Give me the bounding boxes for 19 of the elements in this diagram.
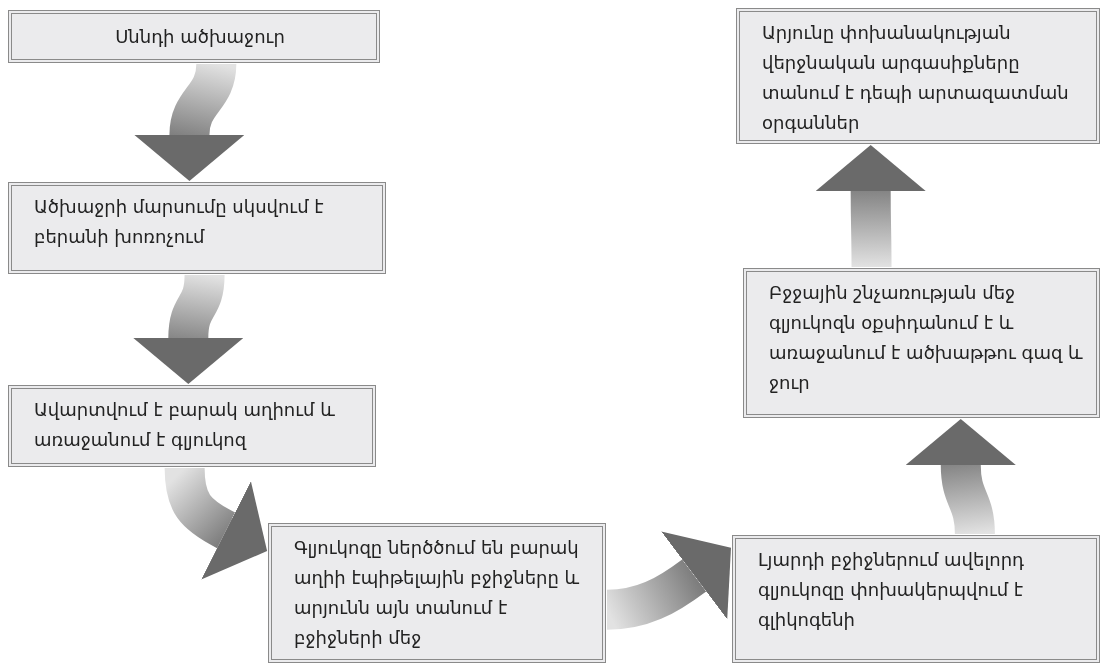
step-text: Լյարդի բջիջներում ավելորդ գլյուկոզը փոխակերպվում է գլիկոգենի — [758, 548, 1026, 632]
process-box — [8, 385, 376, 467]
step-text: Ածխաջրի մարսումը սկսվում է բերանի խոռոչում — [34, 195, 325, 249]
step-text: Ավարտվում է բարակ աղիում և առաջանում է գլյուկոզ — [34, 398, 336, 452]
process-box — [743, 268, 1100, 418]
step-text: Բջջային շնչառության մեջ գլյուկոզն օքսիդանում է և առաջանում է ածխաթթու գազ և ջուր — [769, 281, 1084, 395]
step-text: Գլյուկոզը ներծծում են բարակ աղիի էպիթելային բջիջները և արյունն այն տանում է բջիջների մեջ — [294, 536, 581, 650]
step-text: Արյունը փոխանակության վերջնական արգասիքները տանում է դեպի արտազատման օրգաններ — [762, 21, 1070, 135]
process-box — [736, 8, 1100, 144]
curved-arrow — [164, 467, 267, 579]
curved-arrow — [815, 145, 926, 268]
process-box — [268, 523, 606, 663]
curved-arrow — [905, 419, 1016, 535]
process-box — [8, 182, 386, 274]
curved-arrow — [133, 274, 244, 384]
curved-arrow — [134, 62, 245, 181]
step-text: Սննդի ածխաջուր — [115, 24, 285, 49]
process-box — [732, 535, 1100, 663]
process-box — [8, 10, 380, 63]
